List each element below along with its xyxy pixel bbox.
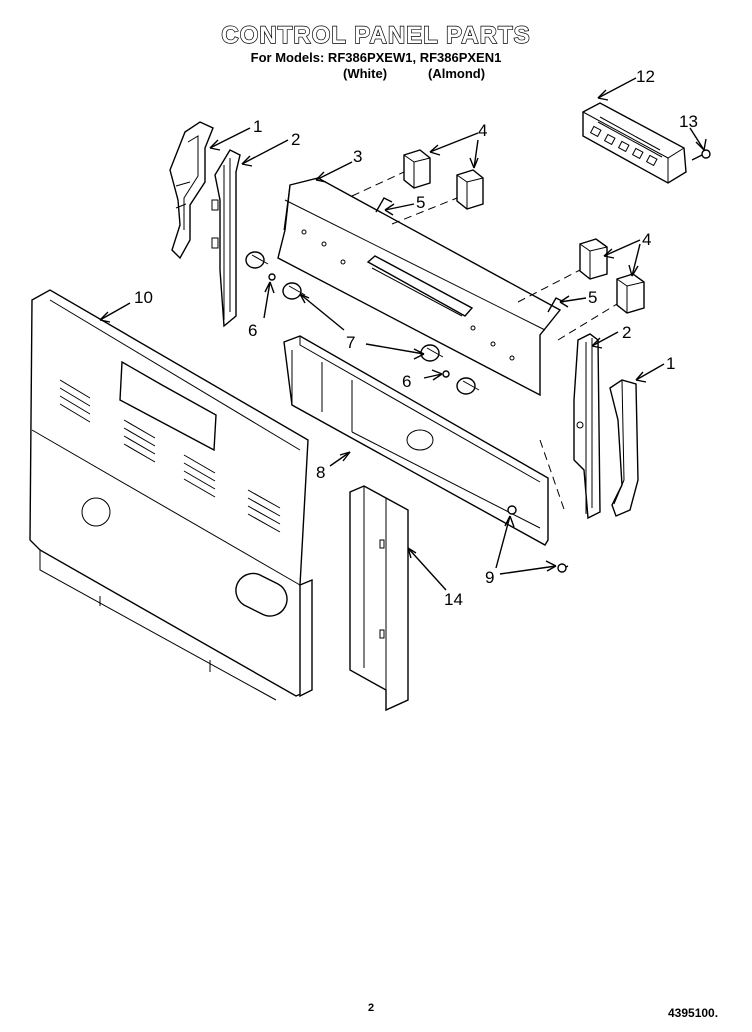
part-2-bracket-left	[211, 149, 241, 328]
callout-labels: 1 2 3 4 5 12 13 4 5 2 1 6 7 6 10 8 9 14	[134, 67, 698, 609]
callout-1-right: 1	[666, 354, 675, 373]
part-2-bracket-right	[573, 333, 601, 520]
callout-5-right: 5	[588, 288, 597, 307]
variant-white: (White)	[343, 66, 388, 81]
callout-7: 7	[346, 333, 355, 352]
page-title: CONTROL PANEL PARTS	[221, 21, 531, 49]
callout-12: 12	[636, 67, 655, 86]
part-6-screws	[268, 273, 450, 378]
callout-4-top: 4	[478, 121, 487, 140]
callout-2-left: 2	[291, 130, 300, 149]
document-number: 4395100.	[668, 1006, 719, 1020]
part-4-switches	[403, 149, 645, 314]
callout-14: 14	[444, 590, 463, 609]
callout-5-top: 5	[416, 193, 425, 212]
callout-9: 9	[485, 568, 494, 587]
part-10-rear-panel	[29, 289, 313, 701]
part-1-end-cap-left	[169, 121, 214, 260]
part-3-control-panel	[277, 177, 562, 397]
leader-arrows	[99, 77, 707, 591]
callout-13: 13	[679, 112, 698, 131]
part-1-end-cap-right	[609, 379, 639, 517]
callout-3: 3	[353, 147, 362, 166]
page-number: 2	[368, 1002, 375, 1014]
part-14-heat-shield	[349, 485, 409, 712]
callout-1-left: 1	[253, 117, 262, 136]
part-12-clock-control	[582, 102, 687, 184]
callout-4-right: 4	[642, 230, 651, 249]
callout-6-left: 6	[248, 321, 257, 340]
part-13-screw	[691, 149, 711, 161]
callout-6-right: 6	[402, 372, 411, 391]
part-7-knobs	[245, 251, 480, 395]
models-line: For Models: RF386PXEW1, RF386PXEN1	[250, 50, 502, 65]
part-9-screws	[507, 505, 569, 573]
callout-10: 10	[134, 288, 153, 307]
variant-almond: (Almond)	[428, 66, 486, 81]
callout-8: 8	[316, 463, 325, 482]
callout-2-right: 2	[622, 323, 631, 342]
